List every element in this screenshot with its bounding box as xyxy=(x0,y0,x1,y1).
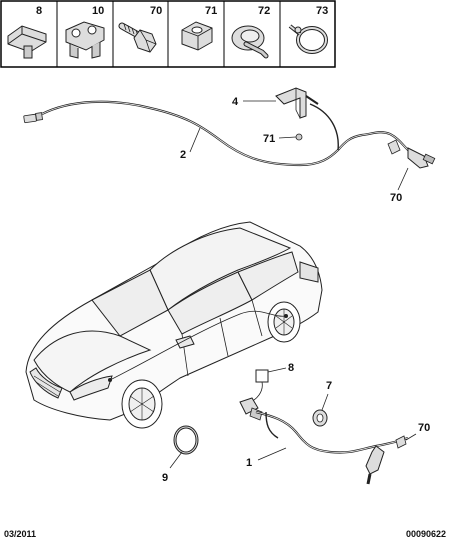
grommet-icon xyxy=(312,409,328,427)
callout-70-top: 70 xyxy=(390,192,402,204)
legend-cell-nut: 71 xyxy=(181,5,217,51)
bolt-icon xyxy=(118,22,157,53)
legend-ref-8: 8 xyxy=(36,5,42,17)
nut-icon xyxy=(181,21,213,51)
nut-small-icon xyxy=(295,133,303,141)
legend-cell-bolt: 70 xyxy=(118,5,162,53)
hose-clamp-icon xyxy=(288,24,328,54)
legend-cell-cable-holder: 10 xyxy=(65,5,105,59)
legend-cell-clamp: 73 xyxy=(288,5,328,54)
left-connector-icon xyxy=(23,112,43,124)
footer-date: 03/2011 xyxy=(4,529,37,539)
leader-lines-bottom xyxy=(169,367,417,469)
callout-4: 4 xyxy=(232,96,239,108)
seal-ring-icon xyxy=(173,425,199,455)
front-harness-cable xyxy=(255,410,409,454)
front-wheel-sensor-icon xyxy=(365,435,407,485)
car-illustration xyxy=(25,221,323,429)
footer-doc-number: 00090622 xyxy=(405,529,446,539)
bracket-icon xyxy=(275,87,319,119)
front-connector-icon xyxy=(239,397,263,421)
callout-2: 2 xyxy=(180,149,186,161)
leader-lines-top xyxy=(189,100,409,191)
harness-cable xyxy=(41,100,419,167)
callout-9: 9 xyxy=(162,472,168,484)
callout-70-bottom: 70 xyxy=(418,422,430,434)
wheel-sensor-icon xyxy=(387,139,436,169)
callout-71: 71 xyxy=(263,133,275,145)
cable-holder-icon xyxy=(65,21,105,59)
legend-ref-72: 72 xyxy=(258,5,270,17)
parts-legend: 8 10 70 xyxy=(0,0,336,68)
callout-1: 1 xyxy=(246,457,252,469)
legend-cell-push-nut: 72 xyxy=(231,5,270,59)
legend-ref-71: 71 xyxy=(205,5,217,17)
clip-small-icon xyxy=(249,369,269,403)
callout-8: 8 xyxy=(288,362,294,374)
bottom-harness-assembly: 8 7 70 1 9 xyxy=(162,362,430,485)
top-harness-assembly: 4 2 71 70 xyxy=(23,87,436,204)
legend-ref-10: 10 xyxy=(92,5,104,17)
legend-ref-70: 70 xyxy=(150,5,162,17)
legend-cell-clip: 8 xyxy=(7,5,47,59)
push-nut-icon xyxy=(231,25,269,59)
legend-ref-73: 73 xyxy=(316,5,328,17)
clip-icon xyxy=(7,25,47,59)
callout-7: 7 xyxy=(326,380,332,392)
